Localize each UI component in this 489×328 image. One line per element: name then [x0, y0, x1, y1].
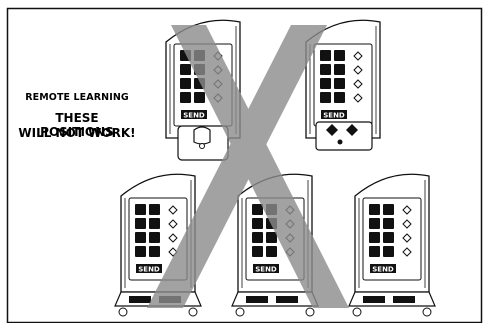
- keypad-key: [252, 218, 263, 229]
- keypad-key: [369, 218, 380, 229]
- send-button-label: SEND: [321, 110, 347, 120]
- keypad-key: [369, 204, 380, 215]
- keypad-key: [194, 92, 205, 103]
- keypad-key: [180, 92, 191, 103]
- keypad-key: [383, 246, 394, 257]
- keypad-key: [180, 78, 191, 89]
- send-button-label: SEND: [253, 264, 279, 274]
- keypad-key: [383, 204, 394, 215]
- keypad-key: [149, 218, 160, 229]
- keypad-key: [320, 78, 331, 89]
- keypad-key: [320, 92, 331, 103]
- keypad-key: [383, 218, 394, 229]
- keypad-unit-5: SEND: [349, 174, 435, 316]
- caption-warning-line-2: WILL NOT WORK!: [18, 126, 136, 140]
- keypad-key: [149, 246, 160, 257]
- vehicle-remote-icon: [316, 122, 372, 150]
- send-button-label: SEND: [181, 110, 207, 120]
- keypad-key: [252, 204, 263, 215]
- caption-subtitle: REMOTE LEARNING: [18, 92, 136, 103]
- keypad-key: [149, 204, 160, 215]
- keypad-key: [383, 232, 394, 243]
- keypad-key: [369, 232, 380, 243]
- keypad-key: [320, 64, 331, 75]
- svg-text:SEND: SEND: [255, 266, 277, 274]
- keypad-key: [135, 232, 146, 243]
- keypad-key: [334, 50, 345, 61]
- keypad-key: [252, 232, 263, 243]
- keypad-key: [135, 246, 146, 257]
- keypad-key: [369, 246, 380, 257]
- svg-text:SEND: SEND: [183, 112, 205, 120]
- svg-text:SEND: SEND: [138, 266, 160, 274]
- keypad-key: [320, 50, 331, 61]
- keypad-key: [149, 232, 160, 243]
- keypad-key: [334, 92, 345, 103]
- send-button-label: SEND: [370, 264, 396, 274]
- send-button-label: SEND: [136, 264, 162, 274]
- keypad-key: [334, 78, 345, 89]
- keypad-key: [334, 64, 345, 75]
- keypad-key: [266, 232, 277, 243]
- vehicle-remote-icon: [178, 126, 228, 160]
- keypad-key: [266, 246, 277, 257]
- keypad-key: [252, 246, 263, 257]
- vehicle-remote-icon: [349, 292, 435, 316]
- vehicle-remote-icon: [232, 292, 318, 316]
- keypad-key: [180, 64, 191, 75]
- svg-text:SEND: SEND: [372, 266, 394, 274]
- keypad-key: [135, 204, 146, 215]
- keypad-key: [135, 218, 146, 229]
- svg-text:SEND: SEND: [323, 112, 345, 120]
